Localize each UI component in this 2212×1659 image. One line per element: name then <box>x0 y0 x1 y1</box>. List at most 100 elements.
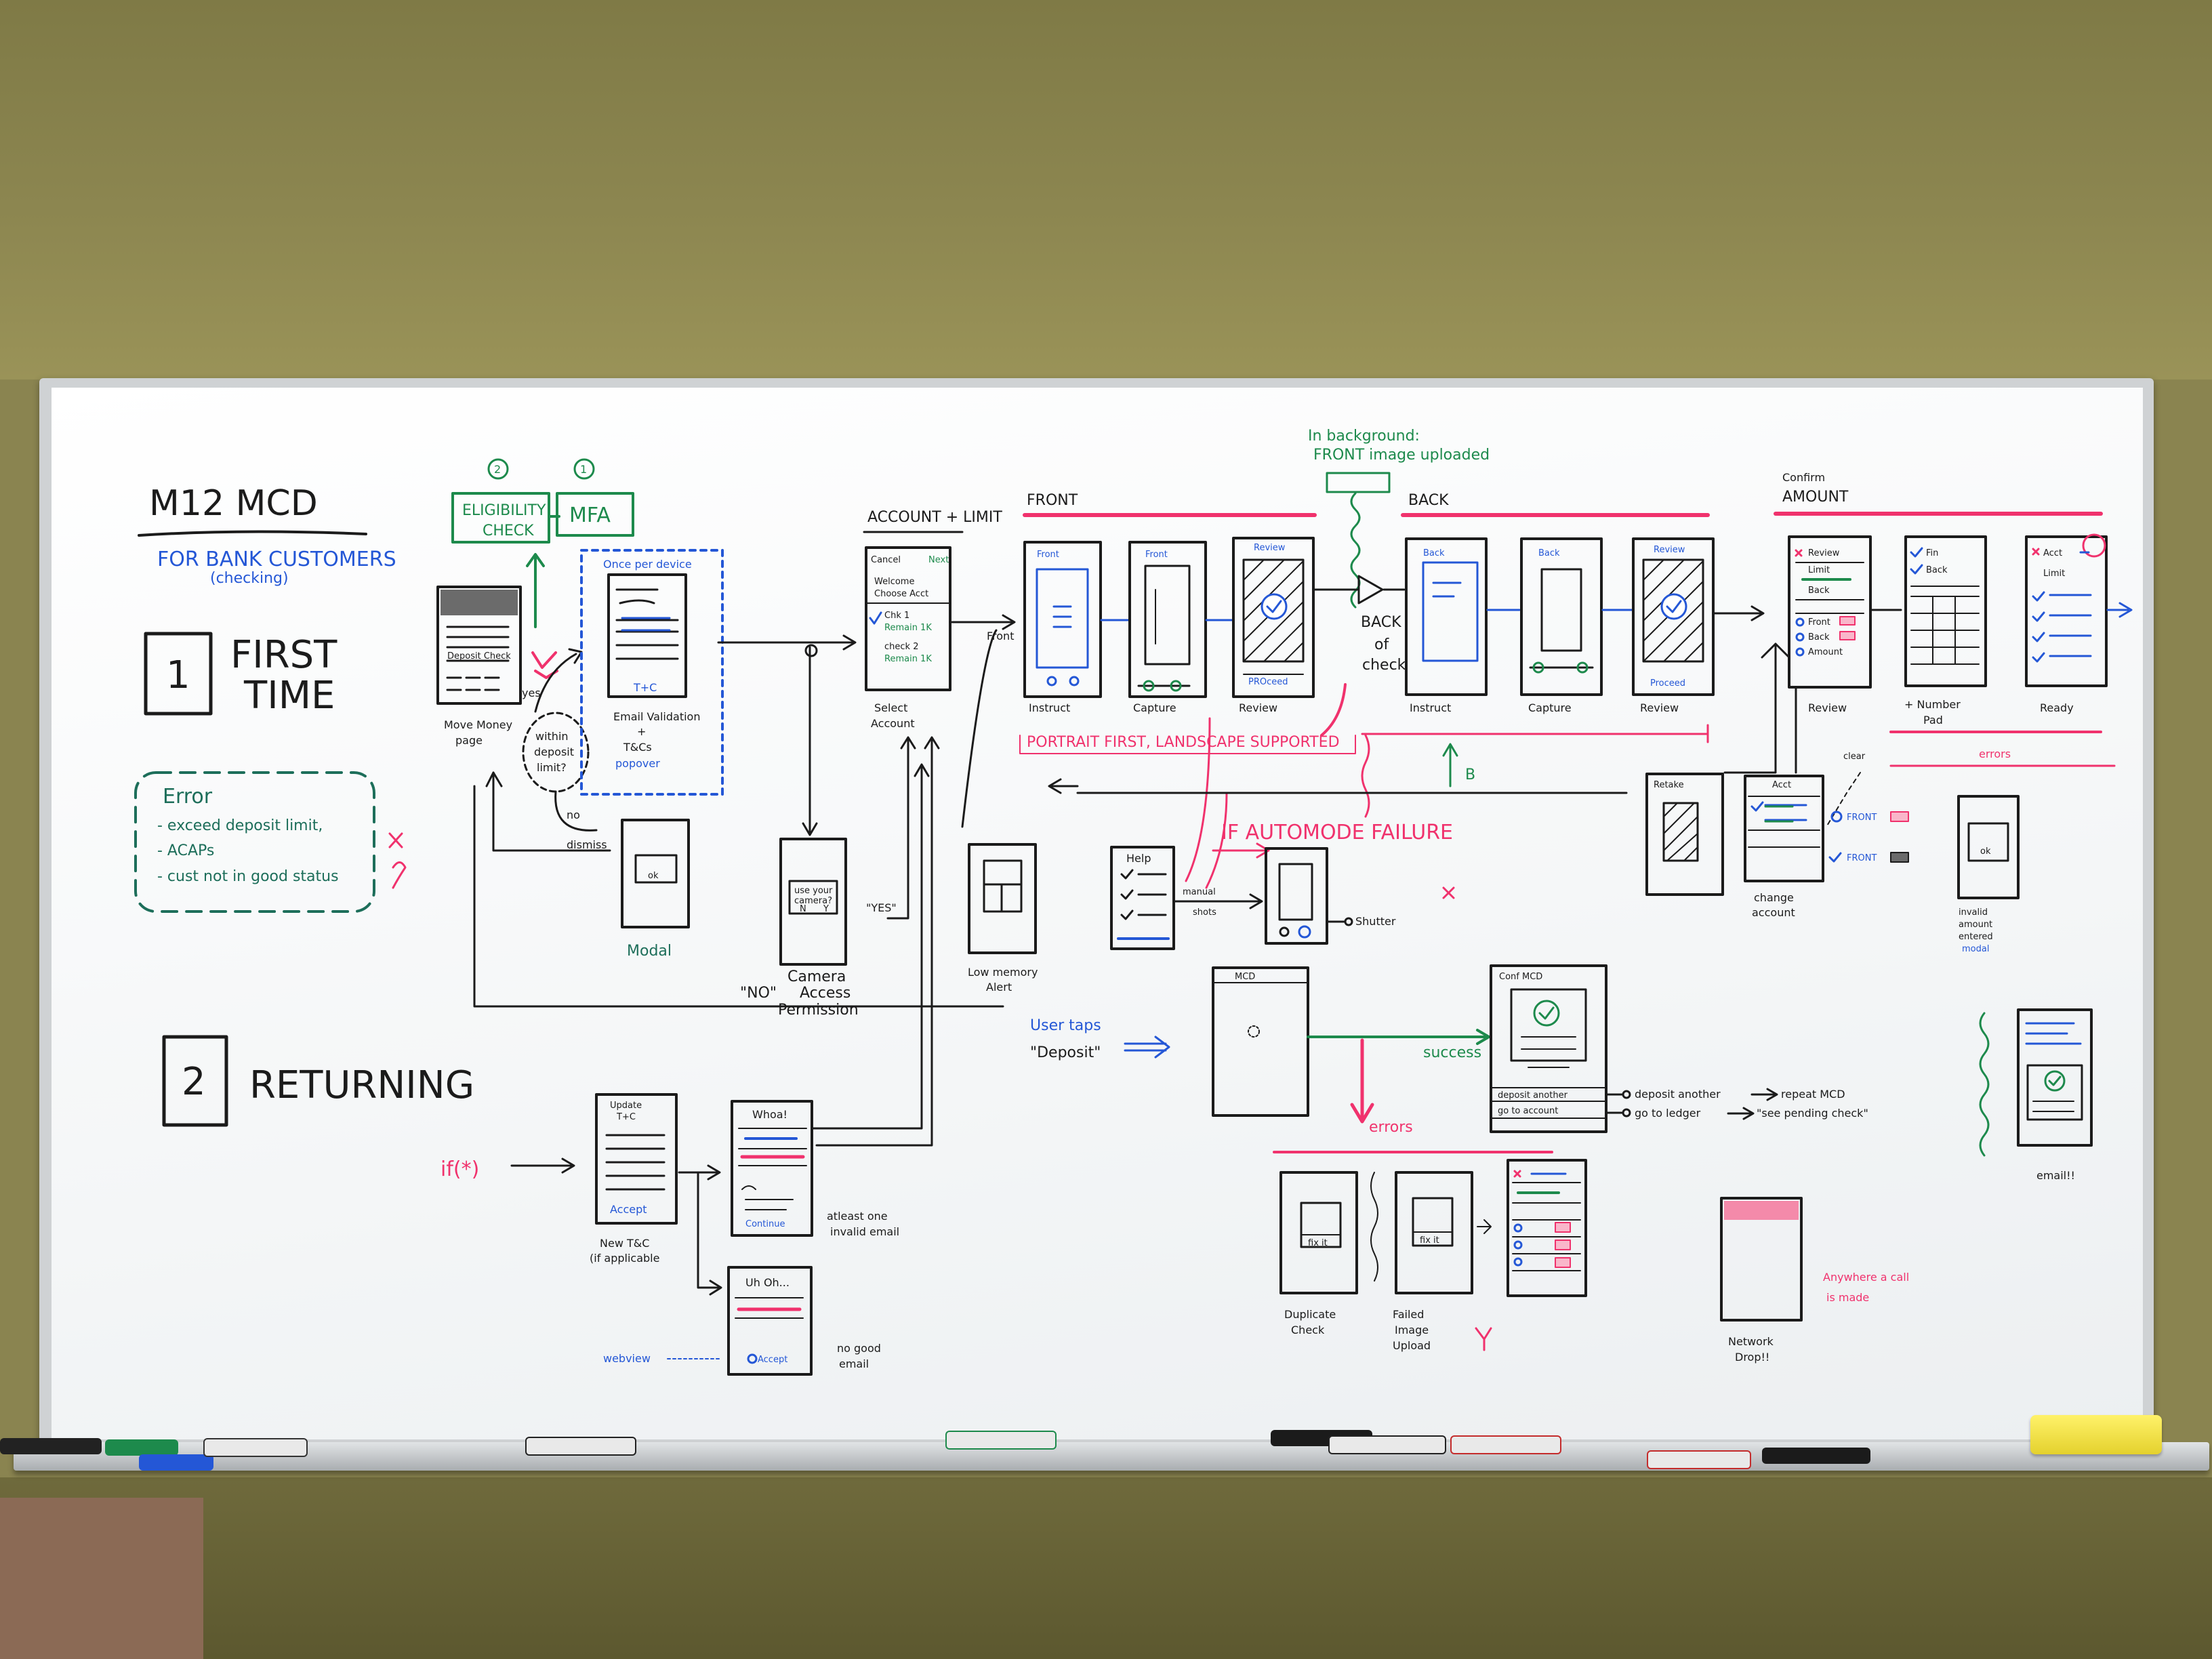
option-result: repeat MCD <box>1781 1088 1845 1101</box>
automode-note: IF AUTOMODE FAILURE <box>1221 821 1453 844</box>
marker-tray <box>14 1442 2209 1471</box>
conf-header: Conf MCD <box>1499 972 1542 982</box>
failed-upload-label: Failed <box>1393 1308 1424 1321</box>
email-validation-label: T&Cs <box>623 741 652 754</box>
decision-yes: yes <box>522 687 541 699</box>
front-arrow-label: Front <box>987 630 1014 642</box>
decision-no: no <box>567 808 580 821</box>
deposit-success-screen: Conf MCD deposit another go to account d… <box>1490 964 1868 1133</box>
proceed-button: PROceed <box>1248 677 1288 687</box>
success-label: success <box>1423 1044 1481 1061</box>
screen-label: + Number <box>1904 698 1961 711</box>
screen-header: Front <box>1037 550 1059 560</box>
network-note: Anywhere a call <box>1823 1271 1909 1284</box>
background-note: FRONT image uploaded <box>1313 447 1490 464</box>
manual-shots-label: manual <box>1183 887 1216 897</box>
retake-screen: B Retake <box>1442 642 1790 896</box>
board-title: M12 MCD <box>149 483 318 524</box>
marker-blue[interactable] <box>139 1454 213 1471</box>
edit-button: Accept <box>758 1355 787 1365</box>
marker-white[interactable] <box>1328 1435 1446 1454</box>
screen-header: Back <box>1538 548 1560 558</box>
modal-label: Modal <box>627 943 672 960</box>
screen-label: Instruct <box>1410 701 1451 714</box>
user-taps-label: "Deposit" <box>1030 1044 1101 1061</box>
wall-lower <box>0 1477 2212 1659</box>
numpad-row: Back <box>1926 565 1948 575</box>
select-account-welcome: Welcome <box>874 577 914 587</box>
select-account-screen: ACCOUNT + LIMIT Cancel Next Welcome Choo… <box>815 509 1016 1147</box>
whiteboard-eraser[interactable] <box>2030 1415 2162 1454</box>
screen-header: Review <box>1654 545 1685 555</box>
screen-header: Front <box>1145 550 1168 560</box>
change-account-screen: Acct change account clear FRONT FRONT <box>1744 687 1909 919</box>
camera-label: Access <box>800 985 851 1002</box>
section-label: FIRST <box>230 633 337 677</box>
continue-button: Continue <box>745 1219 785 1229</box>
front-option: FRONT <box>1847 853 1877 863</box>
email-confirmation-screen: email!! <box>1979 1008 2093 1182</box>
marker-red[interactable] <box>1647 1450 1751 1469</box>
step-circle-label: 2 <box>494 463 501 476</box>
eligibility-check-label: ELIGIBILITY <box>462 502 546 519</box>
decision-text: within <box>535 730 569 743</box>
confirm-amount-section: Confirm AMOUNT Review Limit Back Front B… <box>1774 471 2133 726</box>
fix-label: fix it <box>1420 1235 1439 1246</box>
proceed-button: Proceed <box>1650 678 1685 689</box>
low-memory-label: Alert <box>986 981 1012 994</box>
invalid-amount-modal: errors ok invalid amount entered modal <box>1889 731 2116 954</box>
camera-no-label: "NO" <box>740 985 777 1002</box>
email-validation-label: + <box>637 725 646 738</box>
error-legend-title: Error <box>163 785 213 808</box>
back-of-check-label: BACK <box>1361 614 1401 631</box>
tc-label: T+C <box>633 681 657 694</box>
retake-title: Retake <box>1654 780 1684 790</box>
board-subtitle-note: (checking) <box>210 570 289 587</box>
error-legend-item: - exceed deposit limit, <box>157 817 323 834</box>
no-good-email-label: no good <box>837 1342 881 1355</box>
portrait-note: PORTRAIT FIRST, LANDSCAPE SUPPORTED <box>1027 734 1340 751</box>
marker-black[interactable] <box>0 1438 102 1454</box>
marker-green[interactable] <box>105 1439 178 1456</box>
marker-red[interactable] <box>1450 1435 1561 1454</box>
marker-green[interactable] <box>945 1431 1057 1450</box>
numpad-row: Fin <box>1926 548 1938 558</box>
whoa-title: Whoa! <box>752 1108 787 1121</box>
screen-header: Review <box>1254 543 1286 553</box>
email-validation-label: popover <box>615 757 660 770</box>
screen-label: Review <box>1808 701 1847 714</box>
screen-label: Ready <box>2040 701 2074 714</box>
clear-label: clear <box>1843 752 1866 762</box>
help-shutter: Help manual shots Shutter <box>1048 778 1628 950</box>
dismiss-label: dismiss <box>567 838 607 851</box>
uh-oh-title: Uh Oh... <box>745 1276 790 1289</box>
webview-label: webview <box>603 1352 651 1365</box>
ready-row: Limit <box>2043 569 2065 579</box>
change-account-label: change <box>1754 891 1794 904</box>
screen-label: Instruct <box>1029 701 1070 714</box>
camera-yes-label: "YES" <box>866 901 897 914</box>
account-option: check 2 <box>884 642 918 652</box>
invalid-amount-label: modal <box>1962 944 1989 954</box>
select-account-next: Next <box>928 555 949 565</box>
move-money-screen: Deposit Check Move Money page <box>436 586 522 747</box>
review-row: Back <box>1808 586 1830 596</box>
email-confirm-label: email!! <box>2036 1169 2075 1182</box>
marker-white[interactable] <box>525 1437 636 1456</box>
error-legend-item: - cust not in good status <box>157 868 339 885</box>
screen-label: Pad <box>1923 714 1943 726</box>
camera-no: N <box>800 904 806 914</box>
invalid-amount-label: entered <box>1959 932 1993 942</box>
select-account-cancel: Cancel <box>871 555 901 565</box>
screen-label: Capture <box>1528 701 1572 714</box>
marker-white[interactable] <box>203 1438 308 1457</box>
email-validation-label: Email Validation <box>613 710 700 723</box>
invalid-amount-label: amount <box>1959 920 1992 930</box>
low-memory-screen: Low memory Alert <box>961 629 1038 994</box>
select-account-label: Select <box>874 701 907 714</box>
marker-black[interactable] <box>1762 1448 1870 1464</box>
ready-row: Acct <box>2043 548 2062 558</box>
back-of-check-label: of <box>1374 636 1389 653</box>
account-remain: Remain 1K <box>884 623 932 633</box>
